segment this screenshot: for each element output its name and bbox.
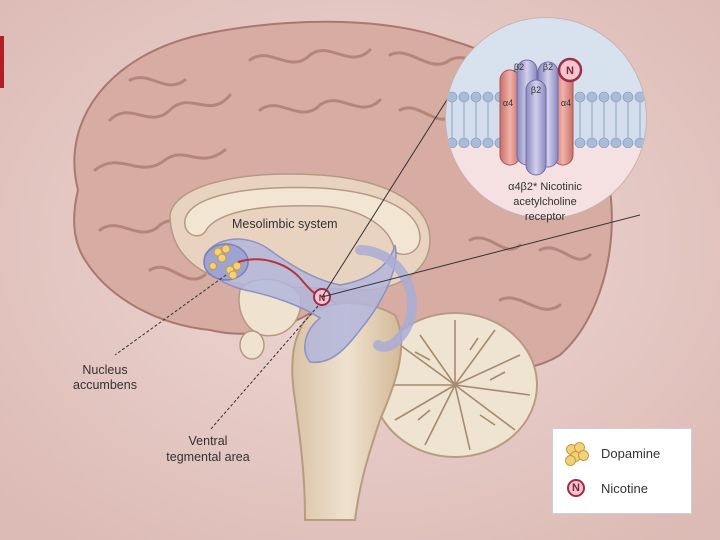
nucleus-accumbens-label-line1: Nucleus bbox=[82, 363, 127, 377]
ventral-tegmental-label-line2: tegmental area bbox=[166, 450, 249, 464]
slide-accent-mark bbox=[0, 36, 4, 88]
legend-item-nicotine: N Nicotine bbox=[565, 476, 648, 500]
nucleus-accumbens-label-line2: accumbens bbox=[73, 378, 137, 392]
svg-text:N: N bbox=[566, 65, 574, 77]
receptor-caption-line1: α4β2* Nicotinic bbox=[508, 181, 582, 193]
mesolimbic-system-label: Mesolimbic system bbox=[232, 217, 338, 231]
b2-right-label: β2 bbox=[543, 62, 553, 72]
a4-right-label: α4 bbox=[561, 98, 571, 108]
b2-left-label: β2 bbox=[514, 62, 524, 72]
dopamine-icon bbox=[565, 442, 587, 464]
nicotine-icon: N bbox=[567, 479, 585, 497]
legend-nicotine-label: Nicotine bbox=[601, 481, 648, 496]
receptor-caption-line2: acetylcholine bbox=[513, 196, 577, 208]
a4-left-label: α4 bbox=[503, 98, 513, 108]
b2-center-label: β2 bbox=[531, 85, 541, 95]
legend-dopamine-label: Dopamine bbox=[601, 446, 660, 461]
legend: Dopamine N Nicotine bbox=[552, 428, 692, 514]
pituitary bbox=[240, 331, 264, 359]
receptor-nicotine-marker: N bbox=[559, 59, 581, 81]
legend-item-dopamine: Dopamine bbox=[565, 441, 660, 465]
svg-text:N: N bbox=[319, 293, 326, 303]
receptor-caption-line3: receptor bbox=[525, 211, 566, 223]
ventral-tegmental-label-line1: Ventral bbox=[189, 434, 228, 448]
